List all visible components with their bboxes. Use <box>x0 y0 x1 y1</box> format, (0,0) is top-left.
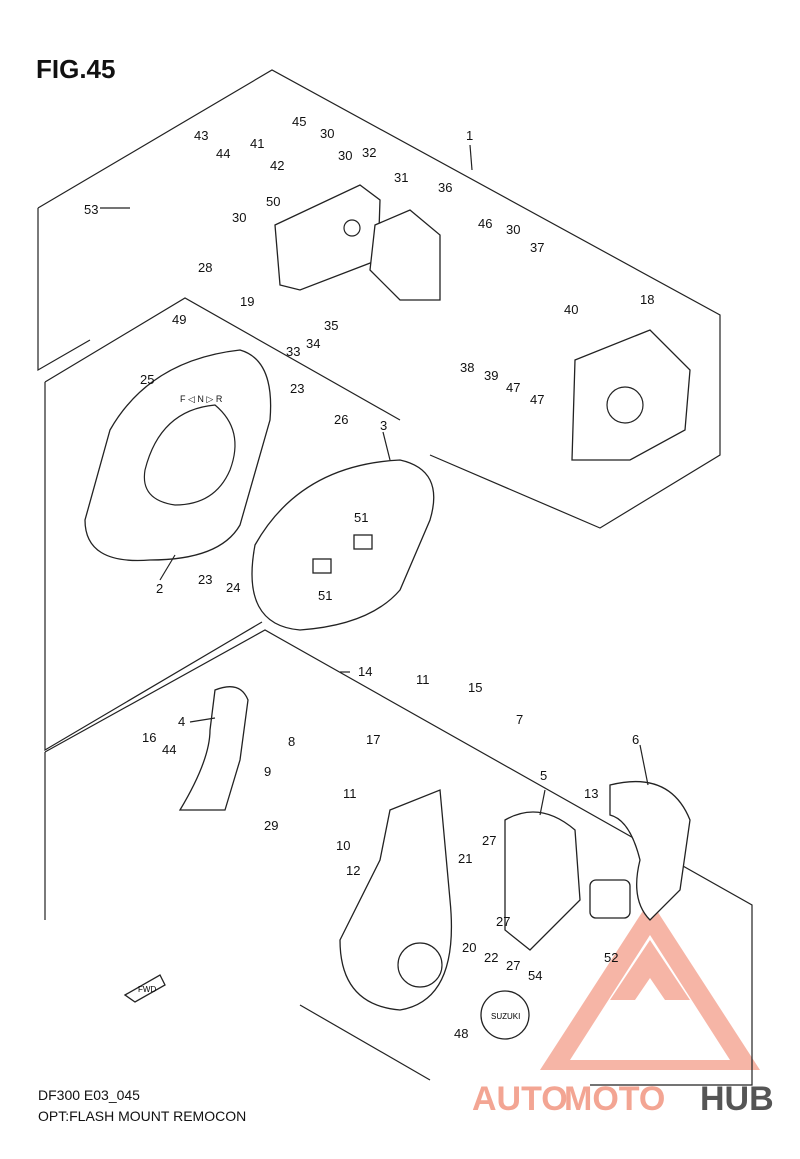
figure-caption: OPT:FLASH MOUNT REMOCON <box>38 1108 247 1124</box>
watermark-moto: MOTO <box>564 1080 665 1118</box>
figure-code: DF300 E03_045 <box>38 1087 140 1103</box>
callout-54: 54 <box>528 968 542 983</box>
assembly-outline <box>37 69 753 1086</box>
callout-30d: 30 <box>506 222 520 237</box>
callout-27a: 27 <box>482 833 496 848</box>
callout-18: 18 <box>640 292 654 307</box>
callout-32: 32 <box>362 145 376 160</box>
cover-6 <box>609 781 691 921</box>
callout-30c: 30 <box>232 210 246 225</box>
callout-46: 46 <box>478 216 492 231</box>
fwd-text: FWD <box>138 985 156 994</box>
callout-2: 2 <box>156 581 163 596</box>
callout-3: 3 <box>380 418 387 433</box>
callout-5: 5 <box>540 768 547 783</box>
callout-25: 25 <box>140 372 154 387</box>
callout-47a: 47 <box>506 380 520 395</box>
callout-11a: 11 <box>416 672 430 687</box>
callout-42: 42 <box>270 158 284 173</box>
bracket-32 <box>274 184 381 291</box>
control-cover-2 <box>84 349 272 562</box>
callout-4: 4 <box>178 714 185 729</box>
callout-50: 50 <box>266 194 280 209</box>
callout-29: 29 <box>264 818 278 833</box>
handle-5 <box>504 811 581 951</box>
callout-8: 8 <box>288 734 295 749</box>
callout-24: 24 <box>226 580 240 595</box>
leader-lines <box>100 144 649 816</box>
callout-45: 45 <box>292 114 306 129</box>
callout-28: 28 <box>198 260 212 275</box>
callout-52: 52 <box>604 950 618 965</box>
callout-33: 33 <box>286 344 300 359</box>
callout-35: 35 <box>324 318 338 333</box>
watermark-logo <box>540 900 760 1070</box>
callout-23b: 23 <box>198 572 212 587</box>
shaft-31 <box>369 209 441 301</box>
callout-9: 9 <box>264 764 271 779</box>
fwd-badge: FWD <box>123 974 166 1003</box>
callout-1: 1 <box>466 128 473 143</box>
callout-38: 38 <box>460 360 474 375</box>
callout-30a: 30 <box>320 126 334 141</box>
figure-title: FIG.45 <box>36 54 116 84</box>
callout-16: 16 <box>142 730 156 745</box>
front-cover-3 <box>251 459 435 631</box>
lever-12 <box>339 789 453 1011</box>
switch-52 <box>589 879 631 919</box>
callout-48: 48 <box>454 1026 468 1041</box>
callout-53: 53 <box>84 202 98 217</box>
callout-37: 37 <box>530 240 544 255</box>
callout-15: 15 <box>468 680 482 695</box>
callout-43: 43 <box>194 128 208 143</box>
emblem-text: SUZUKI <box>491 1012 520 1021</box>
callout-labels: 1 2 3 4 5 6 7 8 9 10 11 11 12 13 14 15 1… <box>84 114 654 1041</box>
callout-47b: 47 <box>530 392 544 407</box>
callout-51b: 51 <box>318 588 332 603</box>
callout-27b: 27 <box>496 914 510 929</box>
callout-49: 49 <box>172 312 186 327</box>
callout-21: 21 <box>458 851 472 866</box>
callout-27c: 27 <box>506 958 520 973</box>
callout-19: 19 <box>240 294 254 309</box>
callout-11b: 11 <box>343 786 357 801</box>
callout-39: 39 <box>484 368 498 383</box>
callout-13: 13 <box>584 786 598 801</box>
callout-30b: 30 <box>338 148 352 163</box>
callout-31: 31 <box>394 170 408 185</box>
callout-14: 14 <box>358 664 372 679</box>
shift-marks: F ◁ N ▷ R <box>180 394 223 404</box>
callout-10: 10 <box>336 838 350 853</box>
emblem-54: SUZUKI <box>480 990 530 1040</box>
callout-12: 12 <box>346 863 360 878</box>
callout-44a: 44 <box>216 146 230 161</box>
callout-44b: 44 <box>162 742 176 757</box>
callout-17: 17 <box>366 732 380 747</box>
callout-40: 40 <box>564 302 578 317</box>
callout-41: 41 <box>250 136 264 151</box>
watermark-hub: HUB <box>700 1080 774 1118</box>
callout-20: 20 <box>462 940 476 955</box>
callout-23a: 23 <box>290 381 304 396</box>
callout-51a: 51 <box>354 510 368 525</box>
callout-7: 7 <box>516 712 523 727</box>
callout-36: 36 <box>438 180 452 195</box>
callout-26: 26 <box>334 412 348 427</box>
callout-22: 22 <box>484 950 498 965</box>
watermark-text: AUTO MOTO HUB <box>472 1080 774 1118</box>
callout-6: 6 <box>632 732 639 747</box>
watermark-auto: AUTO <box>472 1080 568 1118</box>
base-housing-18 <box>571 329 691 461</box>
callout-34: 34 <box>306 336 320 351</box>
lever-4 <box>178 686 249 811</box>
